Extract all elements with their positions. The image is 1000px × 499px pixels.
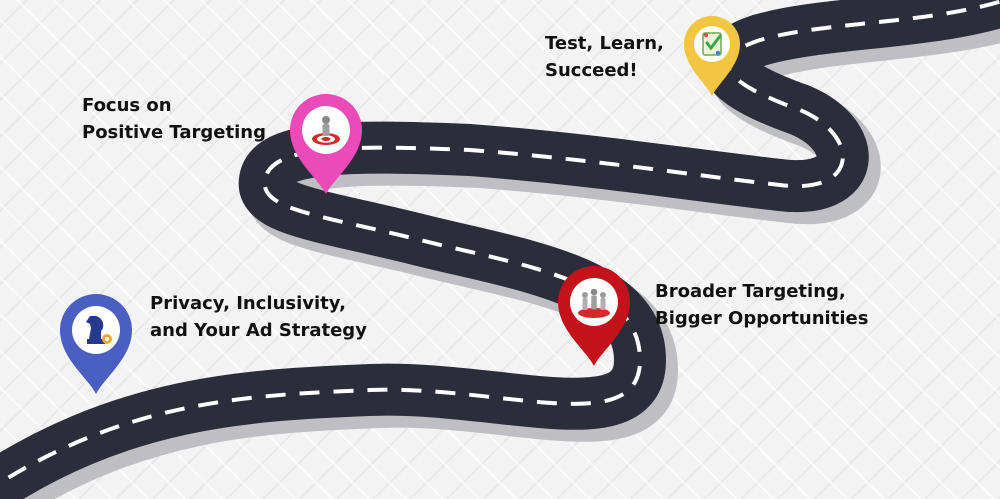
label-line: Broader Targeting, xyxy=(655,281,846,302)
pin-broader-targeting xyxy=(558,266,630,366)
checklist-icon xyxy=(702,32,722,56)
target-person-icon xyxy=(312,116,340,145)
pin-test-learn xyxy=(684,16,740,96)
pin-positive-targeting xyxy=(290,94,362,194)
label-line: and Your Ad Strategy xyxy=(150,320,367,341)
pin-privacy xyxy=(60,294,132,394)
label-line: Focus on xyxy=(82,95,172,116)
label-line: Test, Learn, xyxy=(545,33,664,54)
label-line: Positive Targeting xyxy=(82,122,266,143)
chess-knight-gear-icon xyxy=(86,316,112,344)
label-line: Privacy, Inclusivity, xyxy=(150,293,346,314)
milestone-label-privacy: Privacy, Inclusivity, and Your Ad Strate… xyxy=(150,290,367,344)
milestone-label-test-learn: Test, Learn, Succeed! xyxy=(545,30,664,84)
audience-group-icon xyxy=(578,288,610,318)
milestone-label-positive-targeting: Focus on Positive Targeting xyxy=(82,92,266,146)
label-line: Bigger Opportunities xyxy=(655,308,869,329)
label-line: Succeed! xyxy=(545,60,638,81)
milestone-label-broader-targeting: Broader Targeting, Bigger Opportunities xyxy=(655,278,868,332)
